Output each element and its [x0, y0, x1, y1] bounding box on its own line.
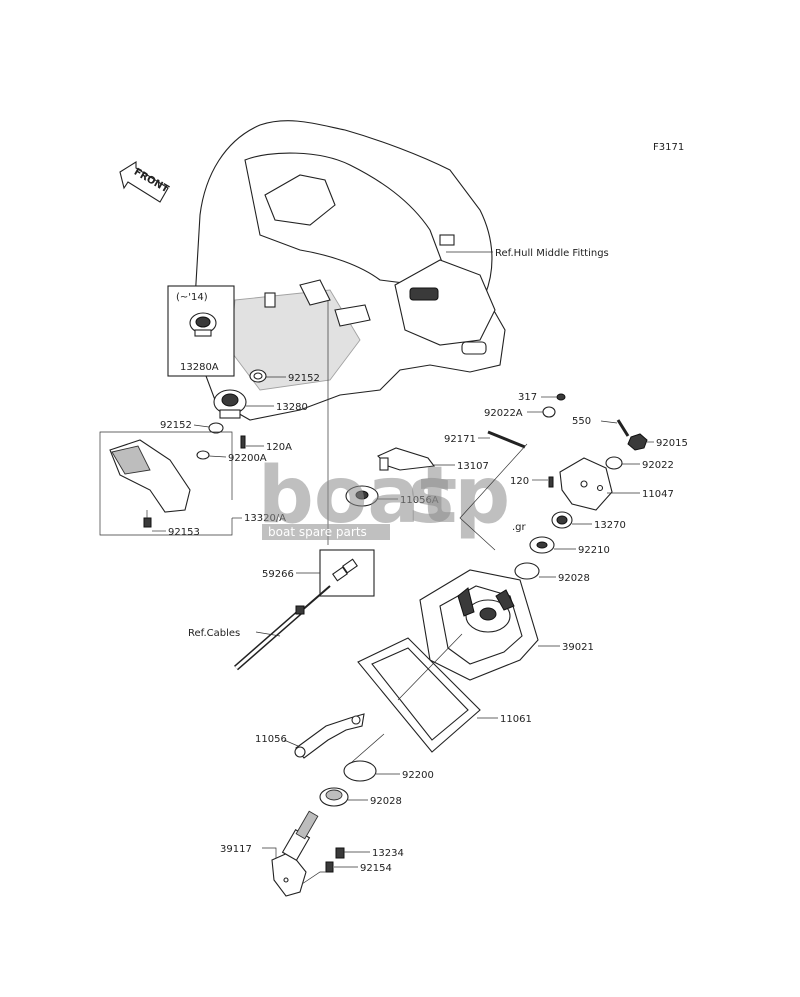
part-39117: 39117: [220, 844, 252, 855]
part-317: 317: [518, 392, 537, 403]
part-13280A: 13280A: [180, 362, 219, 373]
part-92154: 92154: [360, 863, 392, 874]
part-92210: 92210: [578, 545, 610, 556]
part-92152-upper: 92152: [288, 373, 320, 384]
screw-120-icon: [548, 476, 554, 488]
hull-body-icon: [194, 120, 506, 421]
figure-code: F3171: [653, 142, 684, 153]
part-13234: 13234: [372, 848, 404, 859]
plate-11056A-icon: [345, 485, 379, 507]
part-550: 550: [572, 416, 591, 427]
part-13107: 13107: [457, 461, 489, 472]
watermark-suffix: .gr: [512, 522, 527, 533]
ref-cables-label: Ref.Cables: [188, 628, 240, 639]
steering-housing-39021-icon: [419, 569, 539, 681]
ref-hull-label: Ref.Hull Middle Fittings: [495, 248, 609, 259]
washer-92022-icon: [605, 456, 623, 470]
lever-box: [99, 431, 233, 536]
part-11047: 11047: [642, 489, 674, 500]
part-92200: 92200: [402, 770, 434, 781]
grommet-icon: [249, 369, 267, 383]
pin-550-icon: [616, 419, 630, 437]
inset-box: [167, 285, 235, 377]
part-39021: 39021: [562, 642, 594, 653]
part-120A: 120A: [266, 442, 292, 453]
part-13280: 13280: [276, 402, 308, 413]
washer-92200A-icon: [196, 450, 210, 460]
part-11061: 11061: [500, 714, 532, 725]
gasket-11061-icon: [357, 637, 481, 753]
guide-line-2: [397, 633, 463, 701]
bolt-92154-icon: [325, 861, 334, 873]
vent-cap-13280-icon: [213, 389, 247, 419]
part-92200A: 92200A: [228, 453, 267, 464]
nut-317-icon: [556, 393, 566, 401]
bracket-11047-icon: [559, 457, 613, 511]
joint-13270-icon: [551, 511, 573, 529]
bushing-92210-icon: [529, 536, 555, 554]
guide-line-3: [351, 733, 385, 763]
front-arrow-icon: FRONT: [119, 161, 171, 203]
vent-cap-icon: [189, 312, 217, 337]
nut-92015-icon: [627, 433, 648, 451]
bracket-13107-icon: [377, 447, 436, 471]
part-92028-upper: 92028: [558, 573, 590, 584]
washer-92028-upper-icon: [514, 562, 540, 580]
part-92171: 92171: [444, 434, 476, 445]
arm-11056-icon: [294, 713, 365, 759]
part-92028-lower: 92028: [370, 796, 402, 807]
part-92022A: 92022A: [484, 408, 523, 419]
throttle-lever-icon: [109, 439, 191, 513]
washer-92028-lower-icon: [319, 787, 349, 807]
watermark-brand-b: sp: [408, 451, 510, 541]
grommet-lower-icon: [208, 422, 224, 434]
guide-line: [459, 443, 528, 551]
part-11056: 11056: [255, 734, 287, 745]
washer-92200-icon: [343, 760, 377, 782]
part-120: 120: [510, 476, 529, 487]
screw-120A-icon: [240, 435, 246, 449]
inset-year: (~'14): [176, 292, 208, 303]
pin-92171-icon: [487, 430, 526, 449]
screw-13234-icon: [335, 847, 345, 859]
part-92022: 92022: [642, 460, 674, 471]
bolt-92153-icon: [143, 510, 152, 528]
part-11056A: 11056A: [400, 495, 439, 506]
steering-shaft-39117-icon: [271, 810, 319, 897]
steering-cable-icon: [234, 585, 331, 671]
watermark: boat sp .gr boat spare parts: [258, 451, 527, 541]
part-92153: 92153: [168, 527, 200, 538]
watermark-tagline: boat spare parts: [268, 525, 367, 539]
part-92015: 92015: [656, 438, 688, 449]
washer-92022A-icon: [542, 406, 556, 418]
cable-joint-icon: [332, 558, 358, 582]
part-13270: 13270: [594, 520, 626, 531]
part-92152-lower: 92152: [160, 420, 192, 431]
part-13320A: 13320/A: [244, 513, 286, 524]
part-59266: 59266: [262, 569, 294, 580]
